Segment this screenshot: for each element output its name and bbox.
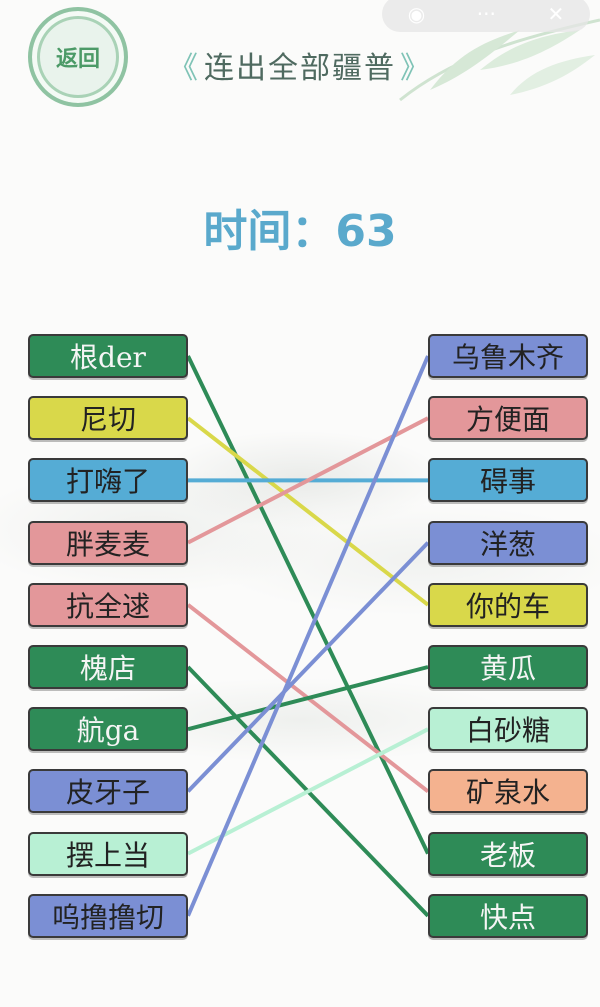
left-item-label: 抗全逑 [65, 589, 150, 623]
back-button[interactable]: 返回 [28, 7, 128, 107]
connection-line-1 [186, 416, 430, 607]
connection-line-0 [186, 355, 430, 855]
right-item-4[interactable]: 你的车 [428, 582, 588, 627]
connection-line-7 [186, 541, 430, 793]
left-item-label: 打嗨了 [65, 465, 150, 499]
level-title: 《 连出全部疆普 》 [160, 40, 440, 90]
right-item-8[interactable]: 老板 [428, 831, 588, 876]
left-item-label: 尼切 [79, 403, 136, 437]
bamboo-leaves-decoration [399, 18, 600, 102]
connection-line-9 [186, 355, 430, 917]
left-item-2[interactable]: 打嗨了 [28, 458, 188, 503]
left-item-8[interactable]: 摆上当 [28, 831, 188, 876]
title-text: 连出全部疆普 [204, 51, 396, 86]
right-item-label: 方便面 [465, 403, 550, 437]
left-item-label: 呜撸撸切 [51, 900, 164, 934]
left-item-7[interactable]: 皮牙子 [28, 769, 188, 814]
right-item-label: 老板 [479, 838, 536, 872]
timer: 时间：63 [0, 195, 600, 259]
left-item-4[interactable]: 抗全逑 [28, 582, 188, 627]
connection-line-8 [187, 727, 429, 856]
right-item-label: 洋葱 [479, 527, 536, 561]
left-item-3[interactable]: 胖麦麦 [28, 520, 188, 565]
right-item-label: 快点 [479, 900, 536, 934]
more-button[interactable]: ··· [476, 2, 496, 26]
right-item-label: 黄瓜 [479, 652, 536, 685]
right-item-9[interactable]: 快点 [428, 893, 588, 938]
right-item-label: 矿泉水 [465, 776, 550, 810]
left-item-5[interactable]: 槐店 [28, 645, 188, 689]
right-item-7[interactable]: 矿泉水 [428, 769, 588, 814]
left-item-label: 摆上当 [65, 838, 150, 872]
right-item-2[interactable]: 碍事 [428, 458, 588, 503]
right-item-6[interactable]: 白砂糖 [428, 707, 588, 752]
title-left-arrow: 《 [168, 51, 200, 86]
right-item-1[interactable]: 方便面 [428, 396, 588, 441]
right-item-label: 碍事 [479, 465, 536, 499]
mini-program-capsule: ◉ ··· ✕ [382, 0, 590, 32]
left-item-9[interactable]: 呜撸撸切 [28, 893, 188, 938]
left-item-label: 根der [70, 341, 146, 374]
timer-value: 63 [335, 206, 397, 257]
right-item-label: 乌鲁木齐 [451, 341, 564, 374]
left-item-label: 槐店 [79, 652, 136, 685]
left-item-6[interactable]: 航ga [28, 707, 188, 752]
left-item-label: 皮牙子 [65, 776, 150, 810]
timer-label: 时间： [203, 206, 336, 257]
left-item-label: 胖麦麦 [65, 527, 150, 561]
left-item-label: 航ga [76, 714, 140, 748]
connection-line-3 [187, 416, 429, 545]
back-button-label: 返回 [55, 46, 100, 72]
right-item-0[interactable]: 乌鲁木齐 [428, 334, 588, 378]
right-item-label: 你的车 [465, 589, 550, 623]
left-item-1[interactable]: 尼切 [28, 396, 188, 441]
left-item-0[interactable]: 根der [28, 334, 188, 378]
connection-line-6 [187, 665, 429, 732]
right-item-label: 白砂糖 [465, 714, 550, 748]
right-item-5[interactable]: 黄瓜 [428, 645, 588, 689]
right-item-3[interactable]: 洋葱 [428, 520, 588, 565]
title-right-arrow: 》 [400, 51, 432, 86]
camera-icon[interactable]: ◉ [407, 2, 426, 26]
close-button[interactable]: ✕ [547, 2, 565, 26]
